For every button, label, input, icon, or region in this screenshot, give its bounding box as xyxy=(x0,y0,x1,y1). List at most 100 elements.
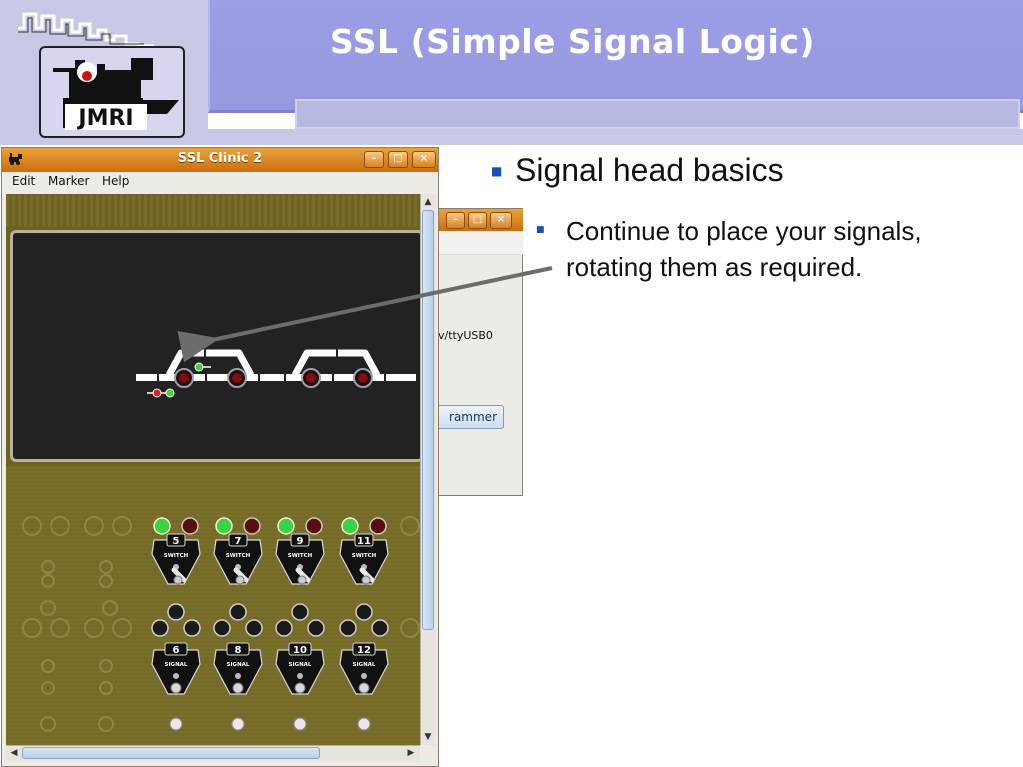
lamp-green-icon xyxy=(153,517,171,535)
lever-label: SIGNAL xyxy=(227,662,250,668)
track-diagram[interactable] xyxy=(10,230,420,462)
turnout-icon[interactable] xyxy=(227,368,247,388)
lever-handle-icon[interactable] xyxy=(170,682,182,694)
scroll-right-icon[interactable]: ▶ xyxy=(407,748,415,758)
lever-label: SIGNAL xyxy=(165,662,188,668)
lamp-red-icon xyxy=(243,517,261,535)
lever-handle-icon[interactable] xyxy=(295,567,311,583)
window-titlebar[interactable]: SSL Clinic 2 – □ × xyxy=(2,148,438,172)
menubar: Edit Marker Help xyxy=(2,172,438,192)
connection-window-menubar xyxy=(438,231,523,255)
lever-number: 11 xyxy=(357,536,371,547)
lever-number: 8 xyxy=(235,645,242,656)
bullet-text: Continue to place your signals, rotating… xyxy=(566,216,922,282)
lever-handle-icon[interactable] xyxy=(358,682,370,694)
lever-number: 10 xyxy=(293,645,307,656)
maximize-button[interactable]: □ xyxy=(468,212,487,229)
lever-handle-icon[interactable] xyxy=(233,567,249,583)
menu-edit[interactable]: Edit xyxy=(12,174,36,188)
serial-port-label: v/ttyUSB0 xyxy=(438,329,493,342)
locomotive-icon xyxy=(9,153,22,165)
code-button[interactable] xyxy=(231,717,245,731)
maximize-button[interactable]: □ xyxy=(388,151,408,168)
bullet-level-2: ■ Continue to place your signals, rotati… xyxy=(536,213,1006,285)
turnout-icon[interactable] xyxy=(353,368,373,388)
lamp-green-icon xyxy=(215,517,233,535)
lamp-icon xyxy=(213,619,231,637)
lever-number: 7 xyxy=(235,536,242,547)
lever-number: 12 xyxy=(357,645,371,656)
lever-label: SWITCH xyxy=(226,553,251,559)
subtitle-bar xyxy=(295,99,1020,129)
code-button[interactable] xyxy=(169,717,183,731)
lever-label: SWITCH xyxy=(288,553,313,559)
bullet-text: Signal head basics xyxy=(515,152,784,188)
bullet-square-icon: ■ xyxy=(491,164,503,178)
vertical-scroll-thumb[interactable] xyxy=(422,210,434,630)
jmri-logo: JMRI xyxy=(14,6,190,140)
logo-box: JMRI xyxy=(39,46,185,138)
header-band xyxy=(208,129,1023,145)
lamp-icon xyxy=(307,619,325,637)
bullet-square-icon: ■ xyxy=(536,225,545,235)
scroll-left-icon[interactable]: ◀ xyxy=(10,748,18,758)
turnout-icon[interactable] xyxy=(301,368,321,388)
slide-title: SSL (Simple Signal Logic) xyxy=(330,22,815,61)
connection-window[interactable]: – □ × v/ttyUSB0 rammer xyxy=(430,208,523,496)
horizontal-scroll-thumb[interactable] xyxy=(22,747,320,759)
lever-handle-icon[interactable] xyxy=(294,682,306,694)
menu-help[interactable]: Help xyxy=(102,174,130,188)
signal-head-icon[interactable] xyxy=(147,388,175,398)
lever-handle-icon[interactable] xyxy=(232,682,244,694)
lamp-icon xyxy=(151,619,169,637)
close-button[interactable]: × xyxy=(412,151,436,168)
lever-label: SIGNAL xyxy=(289,662,312,668)
signal-head-icon[interactable] xyxy=(194,362,211,372)
lever-number: 9 xyxy=(297,536,304,547)
track-wave-icon xyxy=(18,12,154,46)
close-button[interactable]: × xyxy=(490,212,512,229)
title-bar xyxy=(208,0,1023,113)
ssl-clinic-window[interactable]: SSL Clinic 2 – □ × Edit Marker Help xyxy=(1,147,439,767)
window-title: SSL Clinic 2 xyxy=(177,151,263,166)
lamp-icon xyxy=(339,619,357,637)
lever-number: 5 xyxy=(173,536,180,547)
lever-handle-icon[interactable] xyxy=(359,567,375,583)
logo-text: JMRI xyxy=(76,106,133,131)
lever-handle-icon[interactable] xyxy=(171,567,187,583)
code-button[interactable] xyxy=(293,717,307,731)
scroll-up-icon[interactable]: ▲ xyxy=(424,197,432,207)
minimize-button[interactable]: – xyxy=(364,151,384,168)
programmer-button[interactable]: rammer xyxy=(430,405,504,429)
main-track[interactable] xyxy=(136,374,416,381)
code-button[interactable] xyxy=(357,717,371,731)
bullet-level-1: ■ Signal head basics xyxy=(491,152,784,189)
empty-lever-slots xyxy=(22,516,420,732)
locomotive-icon: JMRI xyxy=(53,58,179,131)
lamp-icon xyxy=(291,603,309,621)
lamp-icon xyxy=(371,619,389,637)
lever-label: SIGNAL xyxy=(353,662,376,668)
minimize-button[interactable]: – xyxy=(446,212,465,229)
menu-marker[interactable]: Marker xyxy=(48,174,90,188)
lamp-red-icon xyxy=(369,517,387,535)
lever-label: SWITCH xyxy=(352,553,377,559)
scroll-down-icon[interactable]: ▼ xyxy=(424,732,432,742)
panel-top-strip xyxy=(6,194,420,226)
signal-head-icon[interactable] xyxy=(192,335,209,345)
lamp-icon xyxy=(355,603,373,621)
lamp-red-icon xyxy=(181,517,199,535)
turnout-icon[interactable] xyxy=(174,368,194,388)
connection-window-titlebar[interactable]: – □ × xyxy=(438,209,523,231)
